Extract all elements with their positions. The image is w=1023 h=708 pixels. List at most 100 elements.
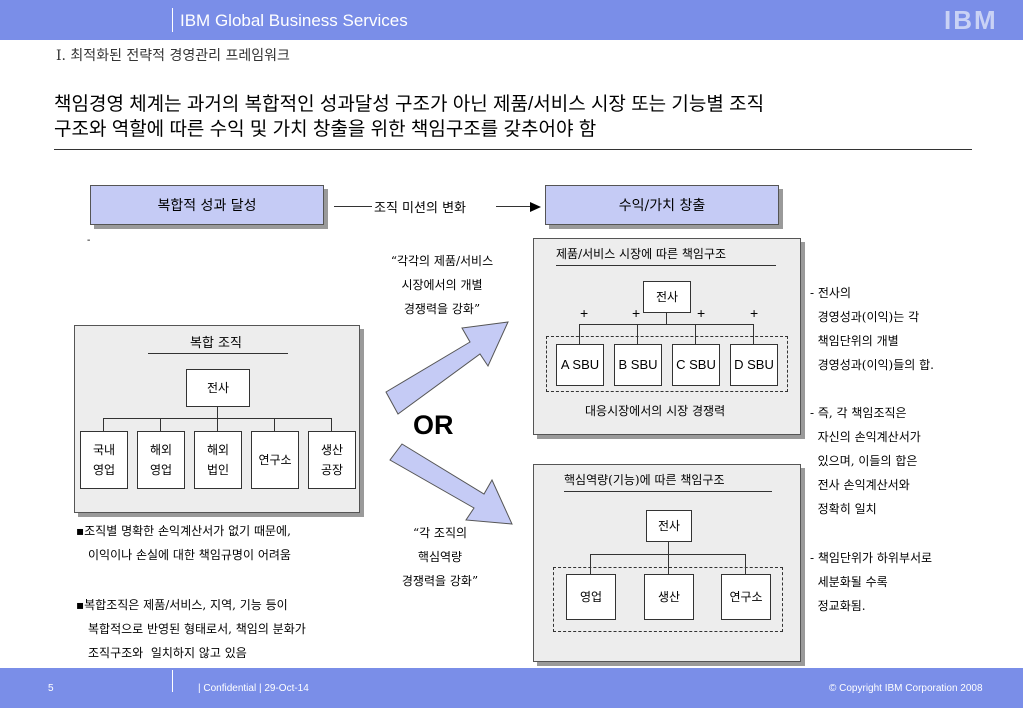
- sbu-unit-a: A SBU: [556, 344, 604, 386]
- connector: [217, 406, 218, 418]
- sbu-plus-d: +: [750, 305, 759, 321]
- footer-bar: 5 | Confidential | 29-Oct-14 © Copyright…: [0, 668, 1023, 708]
- connector: [590, 554, 745, 555]
- note-line: 경영성과(이익)들의 합.: [810, 358, 934, 372]
- connector: [668, 541, 669, 554]
- note-line: 자신의 손익계산서가: [810, 430, 921, 444]
- sbu-unit-b: B SBU: [614, 344, 662, 386]
- compound-org-root-node: 전사: [186, 369, 250, 407]
- quote-line: 경쟁력을 강화”: [401, 574, 479, 588]
- core-title-rule: [564, 491, 772, 492]
- connector: [666, 312, 667, 324]
- core-unit-research: 연구소: [721, 574, 771, 620]
- quote-line: 경쟁력을 강화”: [403, 302, 481, 316]
- sbu-plus-a: +: [580, 305, 589, 321]
- core-root-node: 전사: [646, 510, 692, 542]
- sbu-root-node: 전사: [643, 281, 691, 313]
- header-separator: [172, 8, 173, 32]
- connector: [753, 324, 754, 344]
- headline: 책임경영 체계는 과거의 복합적인 성과달성 구조가 아닌 제품/서비스 시장 …: [54, 92, 764, 142]
- quote-line: “각 조직의: [412, 526, 468, 540]
- page-number: 5: [48, 683, 54, 694]
- note-line: 경영성과(이익)는 각: [810, 310, 920, 324]
- connector: [745, 554, 746, 574]
- flow-line-left: [334, 206, 372, 207]
- right-note-2: - 즉, 각 책임조직은 자신의 손익계산서가 있으며, 이들의 합은 전사 손…: [810, 401, 921, 521]
- bullet-line: 복합조직은 제품/서비스, 지역, 기능 등이: [84, 598, 288, 612]
- note-line: - 책임단위가 하위부서로: [810, 551, 933, 565]
- sbu-panel-title: 제품/서비스 시장에 따른 책임구조: [556, 247, 727, 261]
- left-bullet-2-line-3: 조직구조와 일치하지 않고 있음: [88, 646, 247, 660]
- quote-line: “각각의 제품/서비스: [390, 254, 494, 268]
- unit-label-line2: 영업: [149, 463, 173, 477]
- connector: [695, 324, 696, 344]
- sbu-plus-c: +: [697, 305, 706, 321]
- core-competency-panel: [533, 464, 801, 662]
- sbu-caption: 대응시장에서의 시장 경쟁력: [585, 404, 726, 418]
- compound-performance-box: 복합적 성과 달성: [90, 185, 324, 225]
- note-line: - 전사의: [810, 286, 851, 300]
- note-line: 세분화될 수록: [810, 575, 888, 589]
- flow-arrowhead: [530, 202, 541, 212]
- quote-line: 핵심역량: [417, 550, 463, 564]
- unit-label-line1: 국내: [92, 443, 116, 457]
- stray-mark: -: [87, 235, 91, 246]
- note-line: 정교화됨.: [810, 599, 866, 613]
- connector: [637, 324, 638, 344]
- confidential-label: | Confidential | 29-Oct-14: [198, 683, 309, 694]
- left-bullet-2: ▪복합조직은 제품/서비스, 지역, 기능 등이: [76, 593, 288, 617]
- headline-rule: [54, 149, 972, 150]
- core-unit-production: 생산: [644, 574, 694, 620]
- arrow-up-right: [385, 321, 509, 415]
- compound-org-title: 복합 조직: [190, 336, 242, 351]
- connector: [579, 324, 580, 344]
- unit-label-line2: 법인: [206, 463, 230, 477]
- section-title: Ⅰ. 최적화된 전략적 경영관리 프레임워크: [56, 48, 290, 64]
- left-bullet-2-line-2: 복합적으로 반영된 형태로서, 책임의 분화가: [88, 622, 306, 636]
- right-note-3: - 책임단위가 하위부서로 세분화될 수록 정교화됨.: [810, 546, 932, 618]
- header-title: IBM Global Business Services: [180, 11, 408, 30]
- footer-separator: [172, 670, 173, 692]
- bullet-line: 조직별 명확한 손익계산서가 없기 때문에,: [84, 524, 291, 538]
- connector: [274, 418, 275, 431]
- header-bar: IBM Global Business Services IBM: [0, 0, 1023, 40]
- core-unit-sales: 영업: [566, 574, 616, 620]
- core-panel-title: 핵심역량(기능)에 따른 책임구조: [564, 473, 725, 487]
- unit-label-line1: 연구소: [258, 453, 292, 467]
- connector: [160, 418, 161, 431]
- unit-label-line1: 생산: [320, 443, 344, 457]
- left-bullet-1-line-2: 이익이나 손실에 대한 책임규명이 어려움: [88, 548, 291, 562]
- note-line: 전사 손익계산서와: [810, 478, 910, 492]
- connector: [331, 418, 332, 431]
- note-line: 있으며, 이들의 합은: [810, 454, 918, 468]
- connector: [217, 418, 218, 431]
- flow-line-right: [496, 206, 532, 207]
- connector: [579, 324, 753, 325]
- connector: [590, 554, 591, 574]
- unit-label-line1: 해외: [149, 443, 173, 457]
- note-line: 책임단위의 개별: [810, 334, 899, 348]
- connector: [668, 554, 669, 574]
- copyright: © Copyright IBM Corporation 2008: [829, 683, 983, 694]
- unit-label-line1: 해외: [206, 443, 230, 457]
- connector: [103, 418, 104, 431]
- headline-line-1: 책임경영 체계는 과거의 복합적인 성과달성 구조가 아닌 제품/서비스 시장 …: [54, 94, 765, 115]
- value-creation-box: 수익/가치 창출: [545, 185, 779, 225]
- sbu-unit-c: C SBU: [672, 344, 720, 386]
- sbu-plus-b: +: [632, 305, 641, 321]
- left-bullet-1: ▪조직별 명확한 손익계산서가 없기 때문에,: [76, 519, 291, 543]
- ibm-logo: IBM: [944, 6, 1016, 34]
- sbu-unit-d: D SBU: [730, 344, 778, 386]
- headline-line-2: 구조와 역할에 따른 수익 및 가치 창출을 위한 책임구조를 갖추어야 함: [54, 119, 597, 140]
- sbu-dashed-group: [546, 336, 788, 392]
- unit-label-line2: 영업: [92, 463, 116, 477]
- note-line: - 즉, 각 책임조직은: [810, 406, 907, 420]
- right-note-1: - 전사의 경영성과(이익)는 각 책임단위의 개별 경영성과(이익)들의 합.: [810, 281, 934, 377]
- quote-line: 시장에서의 개별: [401, 278, 483, 292]
